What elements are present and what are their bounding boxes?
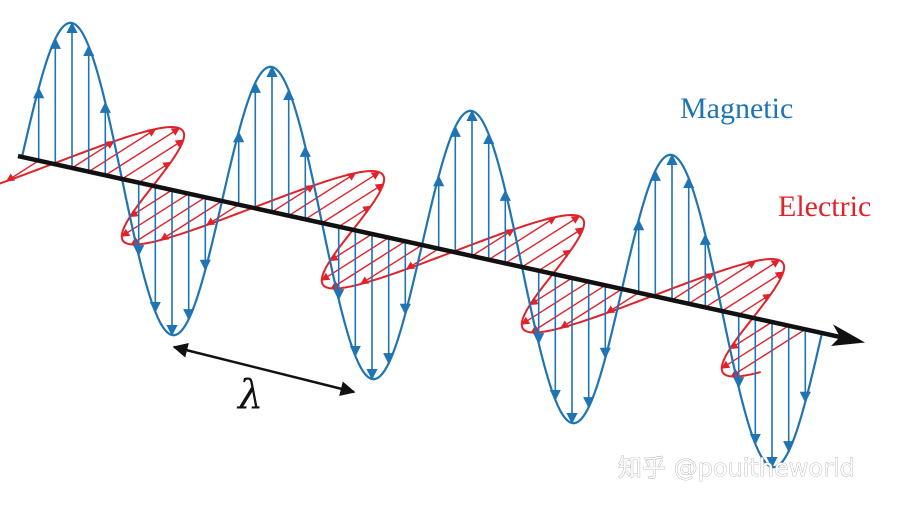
electric-arrow — [521, 227, 585, 268]
electric-arrow — [330, 240, 406, 289]
wavelength-label: λ — [236, 372, 263, 418]
electric-arrow — [559, 288, 623, 329]
magnetic-label: Magnetic — [680, 92, 793, 125]
electric-arrow — [130, 196, 206, 245]
axis-arrowhead — [831, 324, 865, 346]
electric-arrow — [138, 161, 172, 184]
electric-arrow — [721, 271, 785, 312]
electric-label: Electric — [778, 190, 871, 223]
electric-arrow — [321, 183, 385, 224]
electric-arrow — [104, 127, 181, 176]
electric-arrow — [730, 328, 806, 377]
electric-arrow — [530, 284, 606, 333]
electric-arrow — [471, 228, 515, 257]
electric-arrow — [159, 200, 223, 241]
electric-arrow — [288, 172, 357, 217]
electric-arrow — [729, 321, 773, 350]
electric-field-wave — [0, 125, 806, 378]
electric-arrow — [129, 189, 173, 218]
electric-arrow — [605, 292, 640, 314]
electric-arrow — [504, 215, 581, 264]
watermark-text: 知乎 @pouitheworld — [618, 454, 855, 482]
electric-arrow — [405, 248, 440, 270]
wavelength-arrow — [172, 342, 356, 397]
electric-arrow — [205, 204, 240, 226]
electric-arrow — [71, 140, 115, 169]
axis-line — [17, 153, 851, 342]
electric-arrow — [359, 244, 423, 285]
electric-arrow — [121, 139, 185, 180]
electric-arrow — [488, 216, 557, 261]
electric-arrow — [738, 293, 772, 316]
electric-arrow — [5, 160, 40, 182]
electric-arrow — [704, 259, 781, 308]
electric-arrow — [671, 272, 715, 301]
electric-arrow — [529, 277, 573, 306]
electric-curve — [0, 125, 786, 378]
propagation-axis — [17, 153, 865, 346]
electric-arrow — [688, 260, 757, 305]
electric-arrow — [538, 249, 572, 272]
electric-arrow — [338, 205, 372, 228]
electric-arrow — [329, 233, 373, 262]
electric-arrow — [271, 184, 315, 213]
electric-arrow — [88, 128, 157, 173]
electric-arrow — [304, 171, 381, 220]
